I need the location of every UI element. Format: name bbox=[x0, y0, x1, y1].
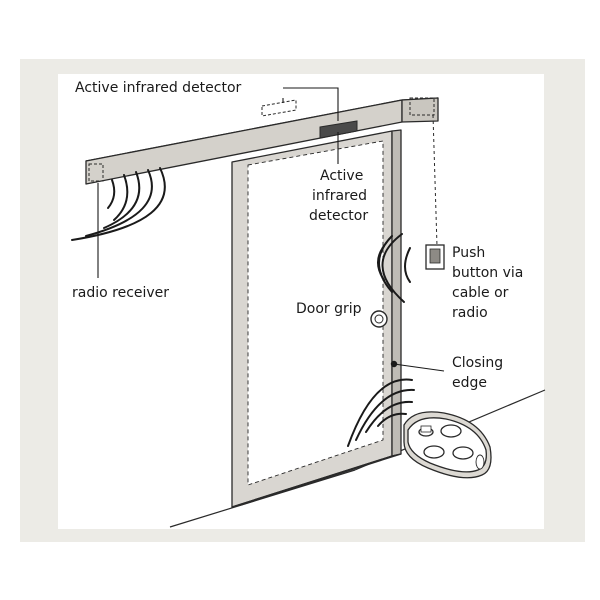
push-button-device bbox=[425, 244, 445, 270]
active-infrared-detector bbox=[319, 120, 358, 139]
label-push-button-2: button via bbox=[452, 265, 523, 281]
label-active-infrared-top: Active infrared detector bbox=[75, 80, 242, 96]
label-closing-edge-2: edge bbox=[452, 375, 487, 391]
label-push-button-1: Push bbox=[452, 245, 485, 261]
radio-waves-bottom bbox=[347, 378, 415, 447]
cable-dashed-line bbox=[432, 114, 438, 247]
sliding-door bbox=[231, 129, 402, 508]
label-closing-edge-1: Closing bbox=[452, 355, 503, 371]
infrared-detector-top-marker bbox=[261, 99, 297, 117]
label-push-button-3: cable or bbox=[452, 285, 509, 301]
door-grip bbox=[370, 310, 388, 328]
header-beam bbox=[85, 97, 439, 185]
label-active-infrared-mid-3: detector bbox=[309, 208, 368, 224]
label-active-infrared-mid-2: infrared bbox=[312, 188, 367, 204]
remote-control bbox=[403, 411, 492, 479]
label-active-infrared-mid-1: Active bbox=[320, 168, 363, 184]
label-door-grip: Door grip bbox=[296, 301, 362, 317]
radio-waves-left bbox=[71, 167, 166, 241]
radio-receiver-end-box bbox=[88, 97, 435, 182]
label-radio-receiver: radio receiver bbox=[72, 285, 169, 301]
leader-lines bbox=[97, 87, 445, 372]
radio-waves-door-right bbox=[377, 233, 411, 303]
label-push-button-4: radio bbox=[452, 305, 488, 321]
